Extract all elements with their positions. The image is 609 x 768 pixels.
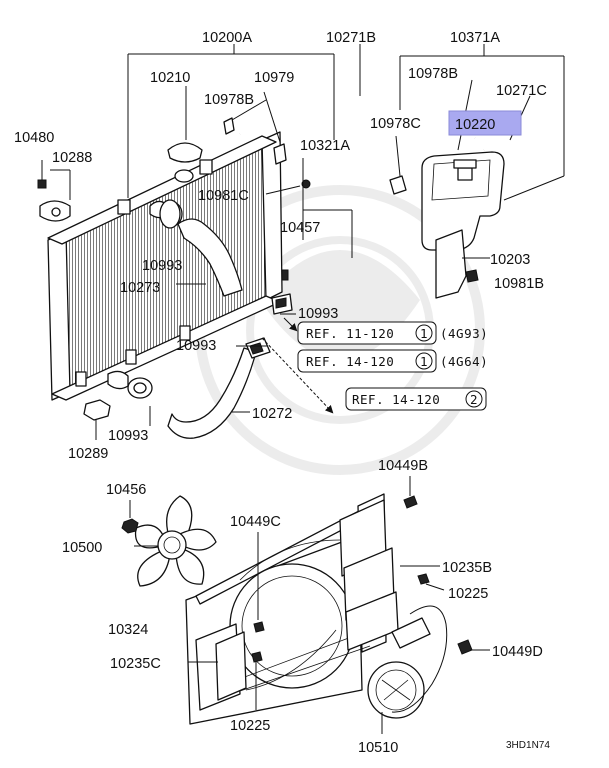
hose-clips [223,91,287,165]
ref-box-3[interactable]: REF. 14-120 2 [345,387,487,411]
reserve-tank-10371A [389,79,510,251]
label-10449B: 10449B [378,458,428,474]
label-10289: 10289 [68,446,108,462]
label-10271B: 10271B [326,30,376,46]
label-10235C: 10235C [110,656,161,672]
leader-lines [127,44,565,426]
label-10200A: 10200A [202,30,252,46]
label-10288: 10288 [52,150,92,166]
label-10225-bottom: 10225 [230,718,270,734]
label-10272: 10272 [252,406,292,422]
fan-bolts [251,476,490,710]
label-10457: 10457 [280,220,320,236]
radiator-10200A [43,131,283,401]
label-10993-lower-left: 10993 [108,428,148,444]
label-10324: 10324 [108,622,148,638]
ref-box-1[interactable]: REF. 11-120 1 (4G93) [297,321,488,345]
ref-2-engine: (4G64) [440,354,488,369]
label-10210: 10210 [150,70,190,86]
label-10993-upper: 10993 [142,258,182,274]
ref-1-engine: (4G93) [440,326,488,341]
label-10993-mid: 10993 [298,306,338,322]
label-10978B-left: 10978B [204,92,254,108]
label-10978C: 10978C [370,116,421,132]
label-10981C: 10981C [198,188,249,204]
label-10449C: 10449C [230,514,281,530]
ref-3-num: 2 [470,392,478,407]
lower-hose-10272 [127,337,271,439]
label-10500: 10500 [62,540,102,556]
bolts-10981C-10457 [265,158,353,281]
label-10456: 10456 [106,482,146,498]
label-10979: 10979 [254,70,294,86]
label-10225-right: 10225 [448,586,488,602]
ref-1-num: 1 [420,326,428,341]
hose-clamp-10993-upper [159,199,293,315]
label-10978B-right: 10978B [408,66,458,82]
drain-plug-10289 [83,399,111,440]
ref-2-num: 1 [420,354,428,369]
ref-box-2[interactable]: REF. 14-120 1 (4G64) [297,349,488,373]
ref-arrows [261,317,334,414]
highlight-10220 [448,110,522,136]
label-10480: 10480 [14,130,54,146]
ref-3-text: REF. 14-120 [352,392,440,407]
label-10203: 10203 [490,252,530,268]
part-labels: 10200A 10271B 10371A 10210 10979 10978B … [14,30,547,756]
label-10220[interactable]: 10220 [455,117,495,133]
label-10510: 10510 [358,740,398,756]
label-10321A: 10321A [300,138,350,154]
fan-shroud-panels-10235 [188,499,440,711]
ref-1-text: REF. 11-120 [306,326,394,341]
label-10449D: 10449D [492,644,543,660]
label-10993-lower-right: 10993 [176,338,216,354]
fan-motor-10510 [367,605,448,734]
overflow-hose-10271B [239,92,477,139]
ref-2-text: REF. 14-120 [306,354,394,369]
mount-bracket-10288 [37,160,71,222]
label-10273: 10273 [120,280,160,296]
label-10271C: 10271C [496,83,547,99]
label-10981B: 10981B [494,276,544,292]
tank-bracket-10203 [435,229,490,299]
radiator-cap-10210 [167,86,203,163]
cooling-fan-10500 [121,495,217,587]
label-10371A: 10371A [450,30,500,46]
diagram-code: 3HD1N74 [506,740,550,751]
label-10235B: 10235B [442,560,492,576]
